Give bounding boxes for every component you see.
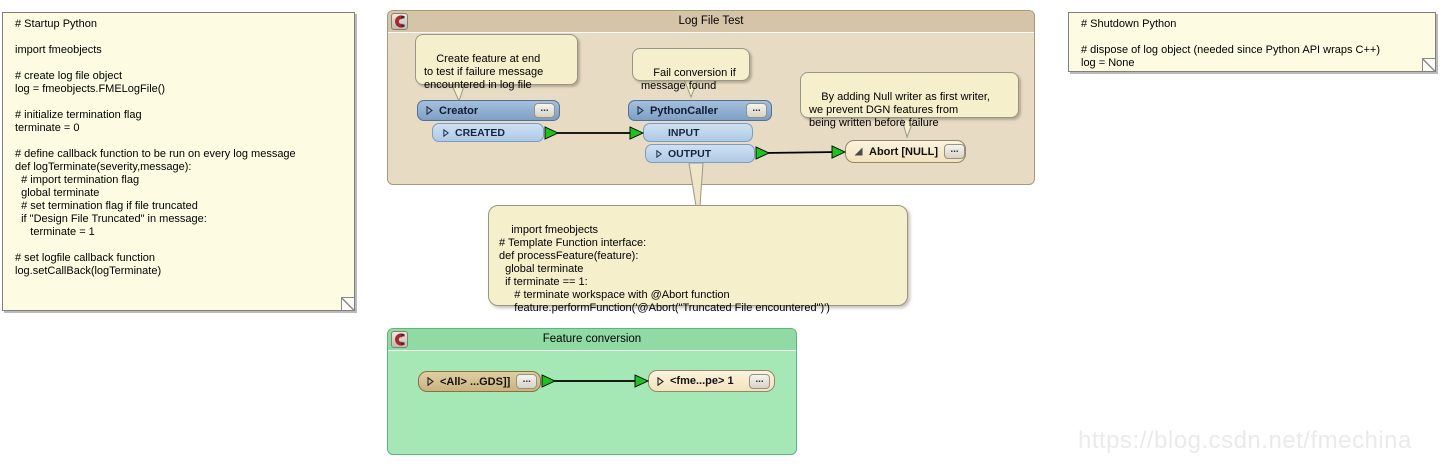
pythoncaller-code-text: import fmeobjects # Template Function in… — [499, 224, 830, 314]
pythoncaller-input-port[interactable]: INPUT — [643, 123, 753, 142]
creator-node[interactable]: Creator ... — [417, 100, 560, 121]
expand-triangle-icon[interactable] — [656, 149, 662, 158]
creator-callout-text: Create feature at end to test if failure… — [424, 53, 544, 91]
creator-created-port[interactable]: CREATED — [432, 123, 544, 142]
reader-node-label: <All> ...GDS]] — [440, 375, 511, 388]
pythoncaller-callout[interactable]: Fail conversion if message found — [632, 48, 750, 92]
pythoncaller-node-label: PythonCaller — [650, 104, 718, 117]
startup-python-note[interactable]: # Startup Python import fmeobjects # cre… — [2, 12, 355, 311]
shutdown-note-text: # Shutdown Python # dispose of log objec… — [1081, 18, 1381, 69]
pythoncaller-node[interactable]: PythonCaller ... — [628, 100, 772, 121]
pythoncaller-menu-button[interactable]: ... — [746, 103, 767, 118]
writer-feature-type-node[interactable]: <fme...pe> 1 ... — [648, 370, 775, 392]
reader-feature-type-node[interactable]: <All> ...GDS]] ... — [418, 371, 541, 392]
expand-triangle-icon[interactable] — [657, 376, 664, 386]
bookmark-log-title: Log File Test — [678, 15, 744, 27]
created-port-label: CREATED — [455, 126, 505, 139]
writer-triangle-icon — [854, 147, 863, 156]
creator-menu-button[interactable]: ... — [534, 103, 555, 118]
input-port-label: INPUT — [668, 126, 700, 139]
abort-menu-button[interactable]: ... — [944, 144, 966, 159]
startup-note-text: # Startup Python import fmeobjects # cre… — [15, 18, 296, 277]
shutdown-python-note[interactable]: # Shutdown Python # dispose of log objec… — [1068, 12, 1436, 72]
watermark: https://blog.csdn.net/fmechina — [1078, 427, 1412, 454]
magnet-glyph — [395, 333, 405, 346]
magnet-glyph — [395, 15, 405, 28]
bookmark-magnet-icon[interactable] — [391, 13, 408, 30]
expand-triangle-icon[interactable] — [427, 377, 434, 386]
bookmark-magnet-icon[interactable] — [391, 331, 408, 348]
writer-menu-button[interactable]: ... — [749, 373, 770, 389]
expand-triangle-icon[interactable] — [426, 106, 433, 115]
bookmark-log-header[interactable]: Log File Test — [388, 11, 1034, 33]
null-writer-callout-text: By adding Null writer as first writer, w… — [809, 91, 990, 129]
writer-node-label: <fme...pe> 1 — [670, 375, 734, 387]
abort-node-label: Abort [NULL] — [869, 145, 939, 158]
expand-triangle-icon[interactable] — [443, 128, 449, 137]
note-resize-handle[interactable] — [1422, 58, 1435, 71]
pythoncaller-output-port[interactable]: OUTPUT — [645, 144, 755, 163]
reader-menu-button[interactable]: ... — [516, 374, 538, 389]
abort-null-writer-node[interactable]: Abort [NULL] ... — [845, 140, 966, 163]
expand-triangle-icon[interactable] — [637, 106, 644, 115]
note-resize-handle[interactable] — [341, 297, 354, 310]
bookmark-conversion-header[interactable]: Feature conversion — [388, 329, 796, 351]
pythoncaller-code-annotation[interactable]: import fmeobjects # Template Function in… — [488, 205, 908, 314]
null-writer-callout[interactable]: By adding Null writer as first writer, w… — [800, 72, 1019, 129]
creator-node-label: Creator — [439, 104, 479, 117]
creator-callout[interactable]: Create feature at end to test if failure… — [415, 34, 578, 91]
bookmark-conversion-title: Feature conversion — [542, 333, 642, 345]
output-port-label: OUTPUT — [668, 147, 712, 160]
